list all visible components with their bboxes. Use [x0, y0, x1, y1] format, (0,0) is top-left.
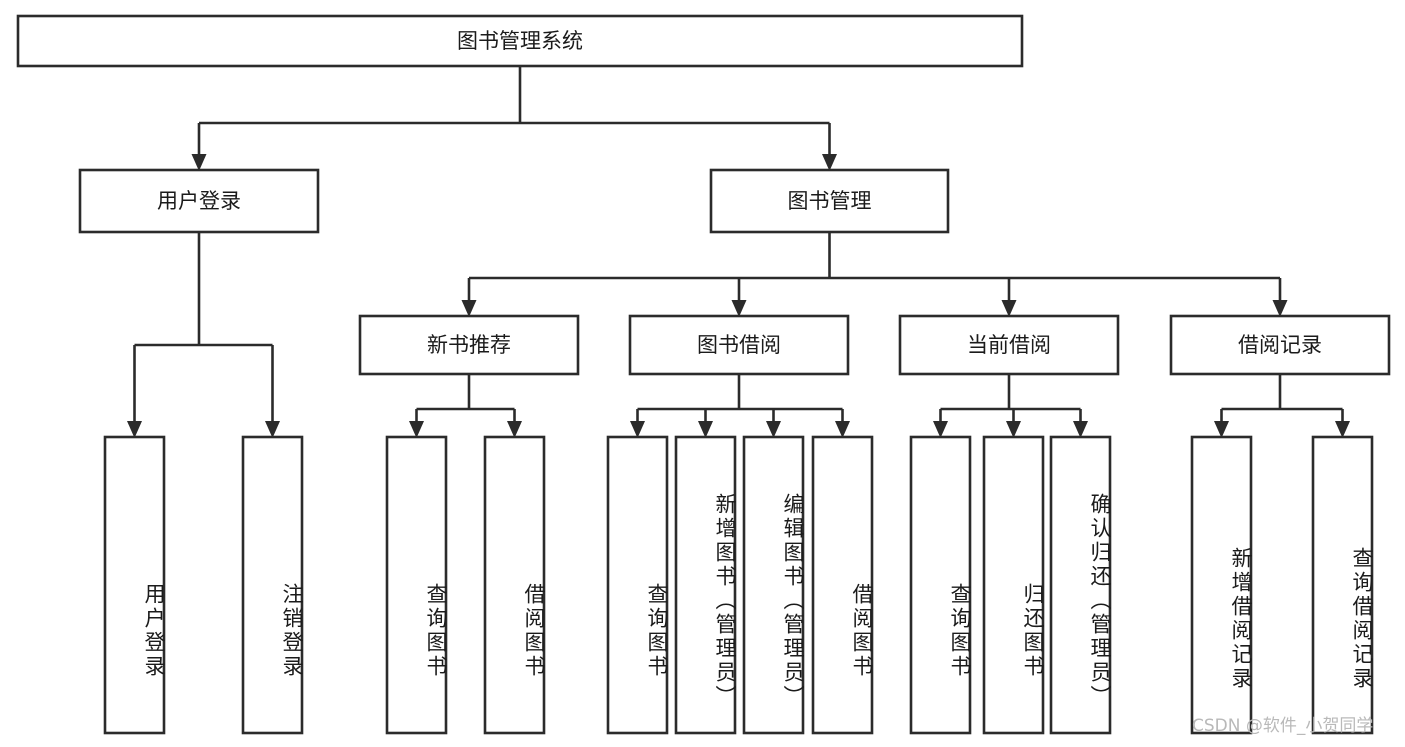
node-current-borrow[interactable]: 当前借阅 — [898, 314, 1120, 376]
node-box[interactable] — [628, 314, 850, 376]
node-box[interactable] — [1190, 435, 1253, 735]
node-leaf-borrow-book-2[interactable] — [811, 435, 874, 735]
node-box[interactable] — [982, 435, 1045, 735]
arrow-head-icon — [1073, 421, 1088, 438]
node-box[interactable] — [1311, 435, 1374, 735]
node-borrow-record[interactable]: 借阅记录 — [1169, 314, 1391, 376]
node-label: 借阅记录 — [1238, 333, 1322, 357]
watermark-text: CSDN @软件_小贺同学 — [1192, 716, 1374, 736]
node-box[interactable] — [385, 435, 448, 735]
arrow-head-icon — [1006, 421, 1021, 438]
node-box[interactable] — [103, 435, 166, 735]
arrow-head-icon — [1214, 421, 1229, 438]
arrow-head-icon — [127, 421, 142, 438]
node-leaf-add-book[interactable] — [674, 435, 737, 735]
node-user-login[interactable]: 用户登录 — [78, 168, 320, 234]
node-leaf-edit-book[interactable] — [742, 435, 805, 735]
arrow-head-icon — [933, 421, 948, 438]
node-root[interactable]: 图书管理系统 — [16, 14, 1024, 68]
node-label: 图书管理 — [788, 189, 872, 213]
arrow-head-icon — [507, 421, 522, 438]
node-book-manage[interactable]: 图书管理 — [709, 168, 950, 234]
node-box[interactable] — [909, 435, 972, 735]
node-box[interactable] — [742, 435, 805, 735]
node-leaf-query-book-1[interactable] — [385, 435, 448, 735]
arrow-head-icon — [409, 421, 424, 438]
arrow-head-icon — [461, 300, 477, 317]
node-box[interactable] — [1169, 314, 1391, 376]
node-box[interactable] — [16, 14, 1024, 68]
node-box[interactable] — [811, 435, 874, 735]
node-box[interactable] — [241, 435, 304, 735]
node-leaf-query-book-2[interactable] — [606, 435, 669, 735]
node-box[interactable] — [358, 314, 580, 376]
node-box[interactable] — [1049, 435, 1112, 735]
node-leaf-query-book-3[interactable] — [909, 435, 972, 735]
node-box[interactable] — [898, 314, 1120, 376]
arrow-head-icon — [835, 421, 850, 438]
node-leaf-user-login[interactable] — [103, 435, 166, 735]
node-leaf-add-record[interactable] — [1190, 435, 1253, 735]
arrow-head-icon — [265, 421, 280, 438]
node-leaf-user-logout[interactable] — [241, 435, 304, 735]
arrow-head-icon — [731, 300, 747, 317]
node-book-borrow[interactable]: 图书借阅 — [628, 314, 850, 376]
node-leaf-confirm-return[interactable] — [1049, 435, 1112, 735]
node-box[interactable] — [709, 168, 950, 234]
node-label: 当前借阅 — [967, 333, 1051, 357]
node-leaf-borrow-book-1[interactable] — [483, 435, 546, 735]
node-label: 图书管理系统 — [457, 29, 583, 53]
node-box[interactable] — [674, 435, 737, 735]
node-new-book-rec[interactable]: 新书推荐 — [358, 314, 580, 376]
node-label: 图书借阅 — [697, 333, 781, 357]
node-leaf-query-record[interactable] — [1311, 435, 1374, 735]
arrow-head-icon — [1335, 421, 1350, 438]
arrow-head-icon — [630, 421, 645, 438]
node-box[interactable] — [483, 435, 546, 735]
arrow-head-icon — [698, 421, 713, 438]
node-box[interactable] — [606, 435, 669, 735]
node-leaf-return-book[interactable] — [982, 435, 1045, 735]
arrow-head-icon — [766, 421, 781, 438]
node-label: 新书推荐 — [427, 333, 511, 357]
arrow-head-icon — [191, 154, 207, 171]
connector-layer — [127, 66, 1350, 438]
arrow-head-icon — [1001, 300, 1017, 317]
node-box[interactable] — [78, 168, 320, 234]
arrow-head-icon — [1272, 300, 1288, 317]
node-label: 用户登录 — [157, 189, 241, 213]
arrow-head-icon — [822, 154, 837, 171]
